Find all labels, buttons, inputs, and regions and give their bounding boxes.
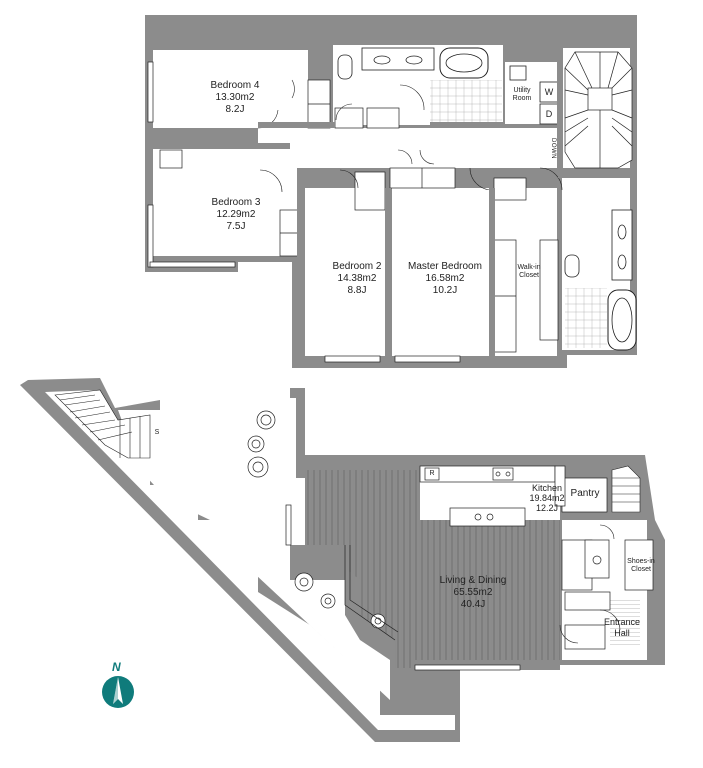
wardrobes [159,79,559,353]
lower-stairs-left [54,389,151,459]
lower-windows [285,504,521,671]
plants [247,410,386,629]
bedroom4-floor [153,50,308,128]
walkin-label: Walk-in Closet [512,264,546,280]
corridor-floor [258,128,558,168]
stairs-down-label: DOWN [550,138,556,159]
bedroom2-label: Bedroom 2 14.38m2 8.8J [322,261,392,297]
lower-floor [20,378,665,742]
living-name: Living & Dining [439,575,507,586]
kitchen-name: Kitchen [531,483,563,493]
utility-line1: Utility [513,87,531,94]
terrace-floor-upper [118,398,390,700]
utility-line2: Room [512,95,532,102]
entrance-units [561,539,611,650]
living-label: Living & Dining 65.55m2 40.4J [418,575,528,611]
washer-label: W [544,87,554,97]
utility-label: Utility Room [508,87,536,103]
shower-tile [565,288,607,348]
bedroom2-floor [305,188,385,356]
kitchen-area: 19.84m2 [529,493,565,503]
stair-mark: S [154,429,160,436]
dryer-label: D [545,109,553,119]
genkan-hatch [610,600,640,648]
upper-windows [147,61,461,363]
entrance-label: Entrance Hall [598,617,646,639]
refrigerator-mark: R [429,470,435,477]
upper-floor [145,15,637,368]
upper-interior-walls [150,45,637,360]
master-floor [392,188,492,356]
shoes-closet [624,539,654,591]
bedroom3-area: 12.29m2 [216,209,256,220]
shoes-label: Shoes-in Closet [626,558,656,574]
bedroom2-jo: 8.8J [347,285,367,296]
master-jo: 10.2J [432,285,458,296]
right-vanity [611,209,633,281]
master-area: 16.58m2 [425,273,465,284]
bedroom2-area: 14.38m2 [337,273,377,284]
vanity [361,47,435,71]
kitchen-jo: 12.2J [535,503,559,513]
upper-stairs [564,51,633,169]
bedroom3-jo: 7.5J [226,221,246,232]
walkin-line2: Closet [519,272,539,279]
pantry-floor [561,477,608,513]
pantry-label: Pantry [570,488,600,499]
bedroom4-name: Bedroom 4 [210,80,260,91]
bedroom4-area: 13.30m2 [215,92,255,103]
master-name: Master Bedroom [408,261,482,272]
compass: N [100,660,136,712]
living-jo: 40.4J [460,599,486,610]
master-label: Master Bedroom 16.58m2 10.2J [400,261,490,297]
utility-sink [509,65,527,81]
bedroom3-label: Bedroom 3 12.29m2 7.5J [196,197,276,233]
bedroom2-name: Bedroom 2 [332,261,382,272]
entrance-line1: Entrance [603,617,641,627]
bedroom3-name: Bedroom 3 [211,197,261,208]
entrance-stairs [611,465,641,513]
kitchen-units [419,465,566,527]
bedroom4-label: Bedroom 4 13.30m2 8.2J [195,80,275,116]
lower-door-swings [559,524,621,644]
toilet-upper [337,54,353,80]
bathtub [439,47,489,79]
compass-label: N [112,660,121,674]
bedroom4-jo: 8.2J [225,104,245,115]
kitchen-label: Kitchen 19.84m2 12.2J [522,483,572,513]
walkin-line1: Walk-in [517,264,541,271]
entrance-line2: Hall [614,628,630,638]
toilet-right [564,254,580,278]
living-area: 65.55m2 [453,587,493,598]
shoes-line2: Closet [631,566,651,573]
north-arrow-icon [102,676,134,708]
shoes-line1: Shoes-in [627,558,655,565]
bath-tile [430,80,502,124]
